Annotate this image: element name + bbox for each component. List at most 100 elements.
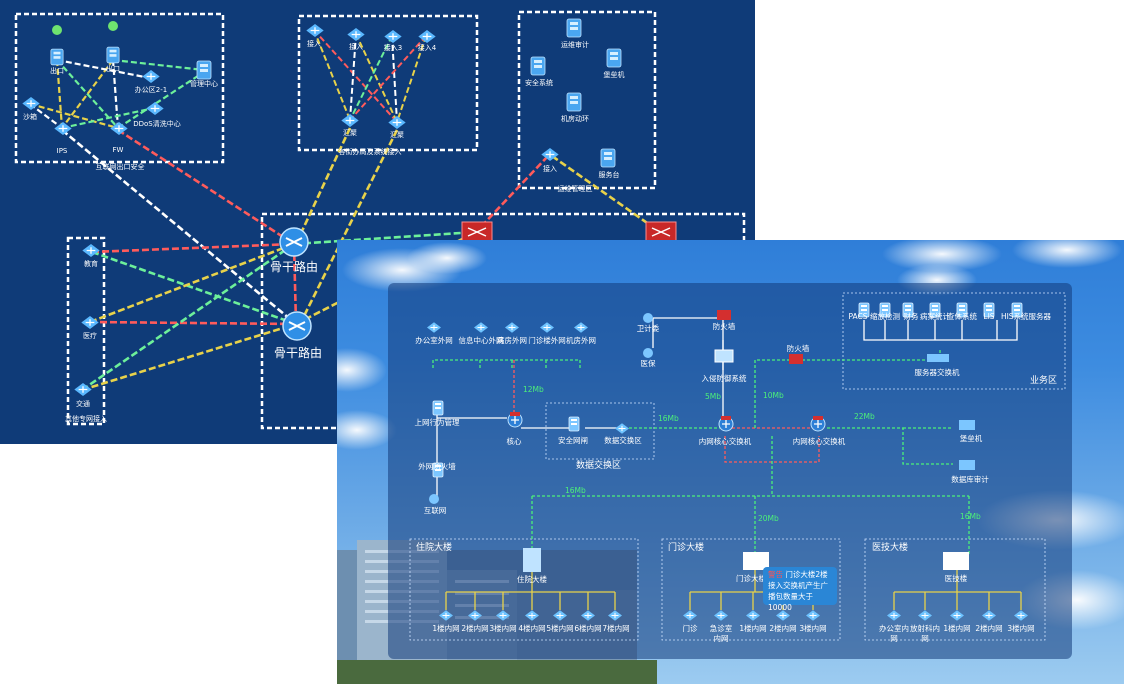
server-icon [566, 18, 582, 38]
node-label: 堡垒机 [959, 434, 983, 443]
node-label: 运维审计 [561, 41, 589, 49]
health-icon [643, 313, 653, 323]
alert-text: 门诊大楼2楼接入交换机产生广播包数量大于10000 [768, 570, 828, 612]
node-label: 外网防火墙 [418, 462, 456, 471]
node-label: 接入 [543, 165, 557, 173]
switch-icon [418, 30, 436, 43]
backbone-links [14, 10, 746, 430]
floor-label: 5楼内网 [546, 624, 574, 633]
net-label: 机房外网 [566, 336, 596, 345]
system-label: HIS系统服务器 [1000, 312, 1052, 321]
node-label: DDoS清洗中心 [133, 120, 181, 128]
zone-label: 业务区 [1030, 376, 1058, 386]
zone-title: 住院大楼 [416, 543, 453, 553]
speed-label: 10Mb [763, 391, 784, 400]
floor-label: 1楼内网 [943, 624, 971, 633]
firewall-icon [461, 221, 493, 243]
server-icon [530, 56, 546, 76]
switch-icon [384, 30, 402, 43]
node-label: IPS [56, 147, 68, 155]
floor-label: 6楼内网 [574, 624, 602, 633]
node-label: 数据交换区 [604, 436, 642, 445]
node-label: 交通 [76, 400, 90, 408]
globe-icon [108, 21, 118, 31]
floor-label: 急诊室内网 [709, 624, 733, 643]
node-label: 入侵防御系统 [701, 374, 747, 383]
node-label: 服务器交换机 [914, 368, 960, 377]
gateway-icon [568, 416, 580, 432]
firewall-icon [789, 354, 803, 364]
router-label: 骨干路由 [273, 346, 323, 360]
floor-label: 4楼内网 [518, 624, 546, 633]
zone-label: 互联网出口安全 [95, 163, 145, 171]
node-label: 防火墙 [786, 344, 810, 353]
floor-label: 1楼内网 [739, 624, 767, 633]
switch-icon [81, 316, 99, 329]
node-label: 教育 [84, 260, 98, 268]
floor-label: 2楼内网 [461, 624, 489, 633]
firewall-icon [717, 310, 731, 320]
server-icon [606, 48, 622, 68]
floor-label: 放射科内网 [910, 624, 940, 643]
node-label: 核心 [506, 437, 522, 446]
router-icon [106, 46, 120, 64]
node-label: FW [112, 146, 124, 154]
router-label: 骨干路由 [269, 260, 319, 274]
net-label: 门诊楼外网 [528, 336, 566, 345]
switch-icon [347, 28, 365, 41]
switch-icon [306, 24, 324, 37]
node-label: 接入3 [383, 44, 403, 52]
server-icon [196, 60, 212, 80]
server-icon [600, 148, 616, 168]
speed-label: 16Mb [658, 414, 679, 423]
system-label: 查体系统 [947, 312, 977, 321]
system-label: 病案统计 [920, 312, 950, 321]
speed-label: 12Mb [523, 385, 544, 394]
server-icon [566, 92, 582, 112]
firewall-icon [645, 221, 677, 243]
node-label: 汇聚 [390, 131, 404, 139]
system-label: PACS [848, 312, 868, 321]
backbone-router-icon [279, 227, 309, 257]
system-label: 财务 [903, 312, 919, 321]
server-switch-icon [927, 354, 949, 362]
system-label: LIS [983, 312, 995, 321]
globe-icon [52, 25, 62, 35]
node-label: 防火墙 [712, 322, 736, 331]
switch-icon [146, 102, 164, 115]
zone-label: 运维管理区 [557, 185, 593, 193]
speed-label: 16Mb [960, 512, 981, 521]
core-switch-icon [507, 412, 523, 428]
node-label: 办公区2-1 [134, 86, 168, 94]
backbone-router-icon [282, 311, 312, 341]
net-label: 信息中心外网 [458, 336, 504, 345]
core-switch-icon [718, 416, 734, 432]
node-label: 沙箱 [23, 113, 37, 121]
medtech-building-icon [943, 552, 969, 570]
hospital-network-panel: 办公室外网 信息中心外网 病房外网 门诊楼外网 机房外网 12Mb 上网行为管理… [337, 240, 1124, 684]
node-label: 安全系统 [525, 79, 553, 87]
floor-label: 3楼内网 [1007, 624, 1035, 633]
node-label: 接入 [349, 43, 363, 51]
node-label: 管理中心 [190, 80, 218, 88]
db-audit-icon [959, 460, 975, 470]
floor-label: 7楼内网 [602, 624, 630, 633]
net-label: 办公室外网 [415, 336, 453, 345]
router-icon [50, 48, 64, 66]
bastion-icon [959, 420, 975, 430]
node-label: 机房动环 [561, 115, 589, 123]
hospital-network-diagram [337, 240, 1124, 684]
switch-icon [74, 383, 92, 396]
building-label: 门诊大楼 [736, 574, 766, 583]
node-label: 医疗 [83, 332, 97, 340]
core-switch-icon [810, 416, 826, 432]
speed-label: 5Mb [705, 392, 722, 401]
speed-label: 16Mb [565, 486, 586, 495]
floor-label: 1楼内网 [432, 624, 460, 633]
floor-label: 2楼内网 [769, 624, 797, 633]
node-label: 互联网 [423, 506, 447, 515]
alert-tooltip[interactable]: 警告 门诊大楼2楼接入交换机产生广播包数量大于10000 [763, 567, 837, 612]
inpatient-building-icon [523, 548, 541, 572]
floor-label: 3楼内网 [799, 624, 827, 633]
floor-label: 办公室内网 [879, 624, 909, 643]
